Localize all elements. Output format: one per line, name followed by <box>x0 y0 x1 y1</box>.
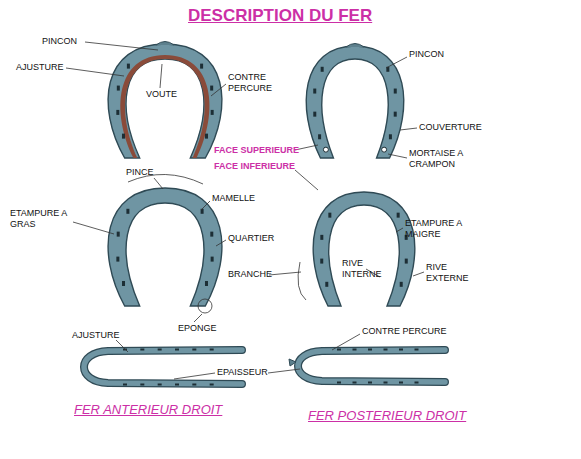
part-label: CONTRE PERCURE <box>228 72 290 94</box>
horseshoe <box>108 188 222 306</box>
part-label: FACE INFERIEURE <box>214 161 295 172</box>
part-label: QUARTIER <box>228 233 274 244</box>
part-label: AJUSTURE <box>16 62 64 73</box>
part-label: ETAMPURE A GRAS <box>10 208 76 230</box>
part-label: ETAMPURE A MAIGRE <box>405 218 475 240</box>
horseshoe-side-view <box>289 349 445 384</box>
part-label: FACE SUPERIEURE <box>214 145 299 156</box>
figure-caption: FER POSTERIEUR DROIT <box>308 408 466 424</box>
part-label: MORTAISE A CRAMPON <box>409 148 487 170</box>
part-label: RIVE INTERNE <box>342 258 388 280</box>
part-label: PINCON <box>409 49 444 60</box>
diagram-title: DESCRIPTION DU FER <box>188 6 372 26</box>
figure-caption: FER ANTERIEUR DROIT <box>74 402 222 418</box>
horseshoe <box>306 44 404 159</box>
part-label: COUVERTURE <box>419 122 482 133</box>
part-label: RIVE EXTERNE <box>426 262 472 284</box>
horseshoe <box>313 192 415 306</box>
part-label: PINCE <box>126 167 154 178</box>
part-label: EPAISSEUR <box>217 367 268 378</box>
part-label: EPONGE <box>178 323 217 334</box>
part-label: CONTRE PERCURE <box>362 326 447 337</box>
part-label: BRANCHE <box>228 269 272 280</box>
part-label: AJUSTURE <box>72 330 120 341</box>
horseshoe <box>108 42 222 159</box>
part-label: VOUTE <box>146 89 177 100</box>
part-label: MAMELLE <box>212 193 255 204</box>
part-label: PINCON <box>42 36 77 47</box>
